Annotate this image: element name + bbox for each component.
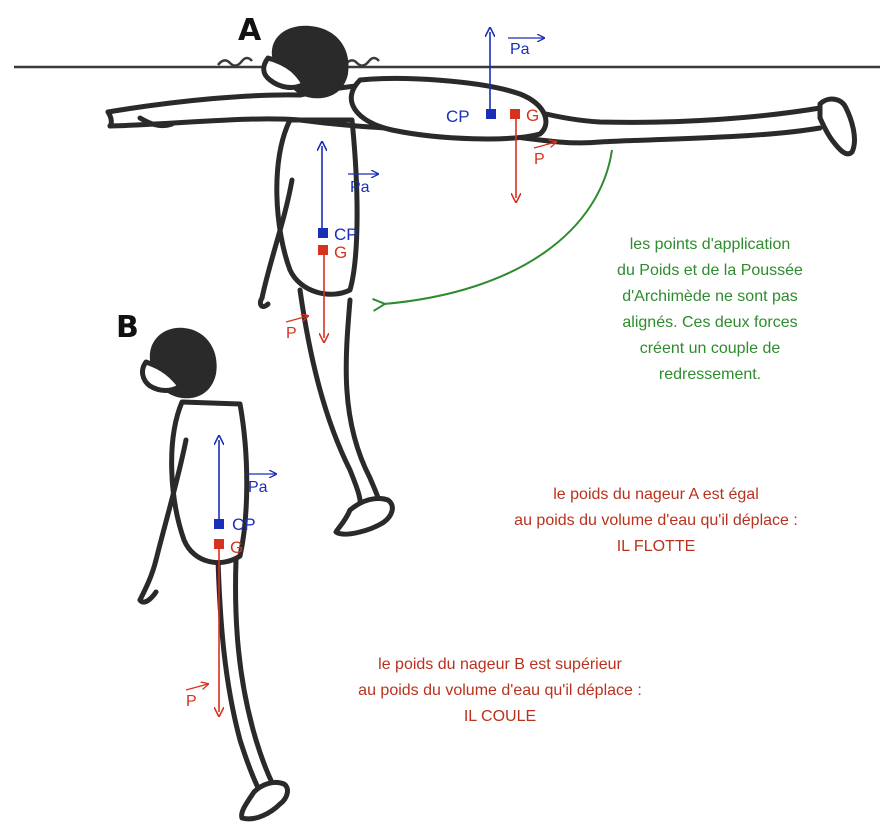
note-line: IL FLOTTE — [616, 538, 696, 555]
swimmer-b-sinks-note: le poids du nageur B est supérieur au po… — [270, 652, 730, 730]
note-line: au poids du volume d'eau qu'il déplace : — [514, 512, 798, 529]
weight-label: P — [186, 693, 197, 710]
note-line: le poids du nageur A est égal — [553, 486, 759, 503]
center-of-buoyancy-label: CP — [232, 515, 256, 534]
center-of-gravity-label: G — [526, 106, 539, 125]
vector-bar — [285, 316, 308, 323]
weight-label: P — [286, 325, 297, 342]
force-group-b: Pa CP G P — [185, 440, 276, 712]
note-line: IL COULE — [463, 708, 537, 725]
swimmer-b-label: B — [116, 310, 139, 345]
center-of-buoyancy-label: CP — [334, 225, 358, 244]
center-of-gravity-point — [214, 539, 224, 549]
center-of-gravity-point — [510, 109, 520, 119]
righting-couple-arrow — [384, 149, 613, 304]
weight-label: P — [534, 151, 545, 168]
buoyancy-label: Pa — [510, 41, 530, 58]
note-line: créent un couple de — [639, 340, 781, 357]
swimmer-b-figure — [137, 327, 290, 822]
vector-bar — [185, 684, 208, 691]
force-group-a-body: Pa CP G P — [285, 146, 378, 342]
note-line: redressement. — [658, 366, 762, 383]
swimmer-a-floats-note: le poids du nageur A est égal au poids d… — [436, 482, 876, 560]
note-line: le poids du nageur B est supérieur — [378, 656, 622, 673]
buoyancy-label: Pa — [248, 479, 268, 496]
center-of-buoyancy-point — [318, 228, 328, 238]
water-surface — [14, 56, 880, 69]
center-of-gravity-point — [318, 245, 328, 255]
swimmer-a-figure — [105, 25, 857, 537]
center-of-gravity-label: G — [230, 538, 243, 557]
center-of-buoyancy-point — [214, 519, 224, 529]
buoyancy-label: Pa — [350, 179, 370, 196]
center-of-buoyancy-point — [486, 109, 496, 119]
righting-couple-note: les points d'application du Poids et de … — [560, 232, 860, 388]
note-line: du Poids et de la Poussée — [617, 262, 803, 279]
note-line: alignés. Ces deux forces — [622, 314, 798, 331]
center-of-gravity-label: G — [334, 243, 347, 262]
force-group-a-surface: Pa CP G P — [446, 32, 556, 198]
vector-bar — [533, 142, 556, 149]
center-of-buoyancy-label: CP — [446, 107, 470, 126]
note-line: d'Archimède ne sont pas — [622, 288, 798, 305]
note-line: les points d'application — [629, 236, 791, 253]
swimmer-a-label: A — [238, 13, 262, 48]
note-line: au poids du volume d'eau qu'il déplace : — [358, 682, 642, 699]
